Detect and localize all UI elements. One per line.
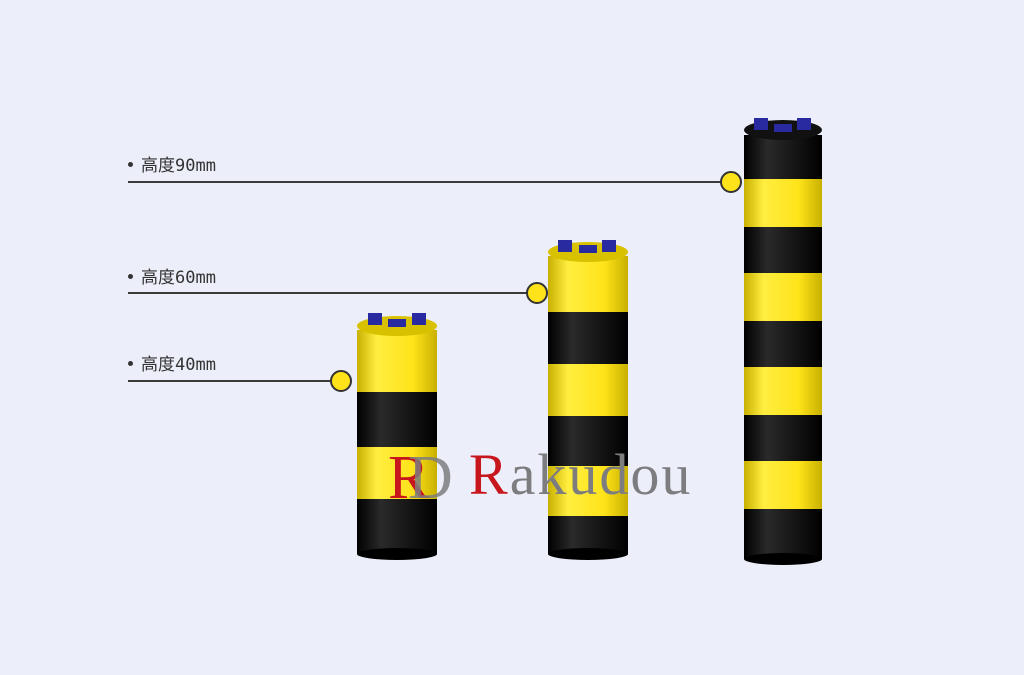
brand-watermark: R D Rakudou	[382, 440, 782, 510]
height-label-90: 高度90mm	[128, 151, 216, 176]
height-label-40: 高度40mm	[128, 350, 216, 375]
rd-logo-icon: R D	[388, 444, 452, 510]
bullet-icon	[128, 273, 133, 279]
brand-name: Rakudou	[469, 442, 693, 507]
marker-60	[526, 282, 548, 304]
height-label-60: 高度60mm	[128, 263, 216, 288]
leader-line-60	[128, 292, 528, 294]
bollard-40mm	[357, 313, 437, 560]
marker-90	[720, 171, 742, 193]
marker-40	[330, 370, 352, 392]
leader-line-90	[128, 181, 728, 183]
bollard-90mm	[744, 118, 822, 565]
svg-text:R: R	[388, 444, 430, 510]
bollard-60mm	[548, 240, 628, 560]
bullet-icon	[128, 161, 133, 167]
svg-text:D: D	[408, 444, 452, 510]
bullet-icon	[128, 360, 133, 366]
leader-line-40	[128, 380, 333, 382]
